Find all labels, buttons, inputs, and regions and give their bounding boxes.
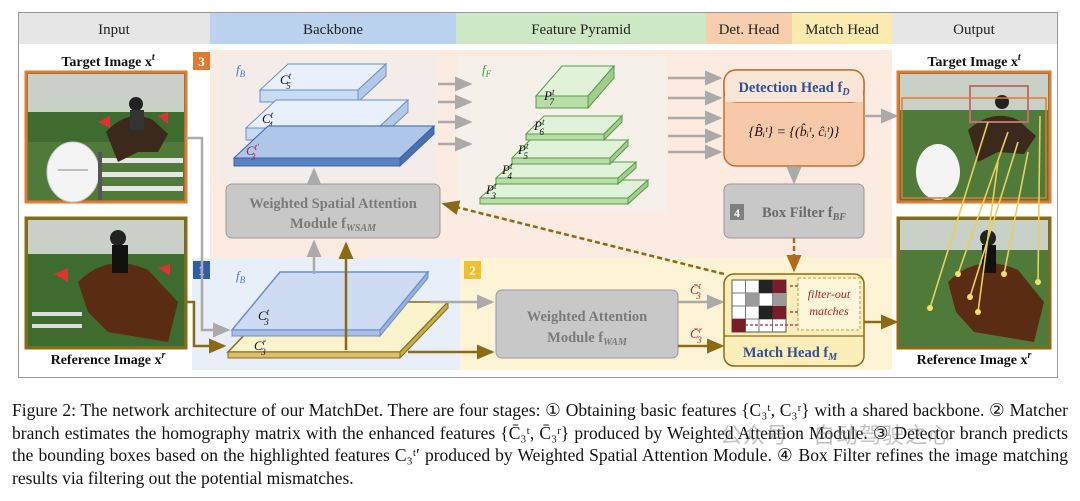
match-grid xyxy=(731,279,787,333)
watermark: 公众号 · 自动驾驶之心 xyxy=(720,424,951,449)
header-output-bg xyxy=(892,13,1057,44)
target-image-label: Target Image xt xyxy=(61,52,155,70)
target-image xyxy=(24,70,188,204)
match-head-title: Match Head fM xyxy=(743,345,838,363)
wsam-box xyxy=(225,183,441,239)
output-target-image xyxy=(896,70,1052,204)
stage2-badge xyxy=(464,261,481,279)
pyramid-level-p6 xyxy=(524,114,624,142)
c3-prime-label: Ct′3 xyxy=(246,142,260,162)
header-feature-pyramid: Feature Pyramid xyxy=(531,22,631,38)
detection-head-title: Detection Head fD xyxy=(738,80,849,98)
ff-label: fF xyxy=(482,62,492,79)
pyramid-level-p7 xyxy=(534,64,616,110)
header-det-bg xyxy=(706,13,792,44)
arrow-match-wsam xyxy=(441,200,725,276)
header-backbone-bg xyxy=(210,13,456,44)
arrow-reference-backbone xyxy=(186,300,227,354)
wsam-line1: Weighted Spatial Attention xyxy=(249,196,417,212)
slab-c3t xyxy=(230,270,430,338)
architecture-diagram: Input Backbone Feature Pyramid Det. Head… xyxy=(18,12,1058,378)
fb-top-label: fB xyxy=(236,62,246,79)
box-filter-title: Box Filter fBF xyxy=(762,205,846,223)
pyramid-level-p4 xyxy=(494,160,638,186)
header-input: Input xyxy=(98,22,130,38)
wam-box xyxy=(495,289,679,359)
figure-caption: Figure 2: The network architecture of ou… xyxy=(12,400,1068,488)
output-reference-label: Reference Image xr xyxy=(917,350,1032,368)
reference-image xyxy=(24,216,188,350)
slab-c3-highlighted xyxy=(232,124,436,168)
detection-head-box xyxy=(723,69,865,167)
output-target-label: Target Image xt xyxy=(927,52,1021,70)
header-input-bg xyxy=(19,13,210,44)
reference-image-label: Reference Image xr xyxy=(51,350,166,368)
stage4-badge xyxy=(730,204,744,220)
fb-bottom-label: fB xyxy=(236,268,246,285)
header-output: Output xyxy=(953,22,996,38)
pyramid-levels xyxy=(478,64,650,206)
slab-c5 xyxy=(258,62,388,104)
header-det-head: Det. Head xyxy=(719,22,780,38)
stage4-number: 4 xyxy=(734,206,740,220)
filter-out-line1: filter-out xyxy=(808,287,851,301)
header-match-bg xyxy=(792,13,892,44)
stage2-number: 2 xyxy=(469,263,476,278)
arrow-target-backbone xyxy=(186,136,231,338)
wsam-line2: Module fWSAM xyxy=(290,216,377,234)
wam-line1: Weighted Attention xyxy=(527,309,647,325)
output-match-lines xyxy=(927,115,1041,315)
header-backbone: Backbone xyxy=(303,22,363,38)
wam-line2: Module fWAM xyxy=(547,330,628,348)
filter-out-line2: matches xyxy=(809,304,849,318)
stage3-number: 3 xyxy=(198,54,205,69)
pyramid-level-p5 xyxy=(510,138,630,166)
detection-formula: {B̂ᵢᵗ} = {(b̂ᵢᵗ, ĉᵢᵗ)} xyxy=(749,123,840,140)
stage3-badge xyxy=(193,52,210,70)
filter-out-arrows xyxy=(746,285,798,326)
filter-out-box xyxy=(797,277,861,331)
architecture-figure: Input Backbone Feature Pyramid Det. Head… xyxy=(18,12,1058,378)
header-pyramid-bg xyxy=(456,13,706,44)
header-match-head: Match Head xyxy=(805,22,879,38)
